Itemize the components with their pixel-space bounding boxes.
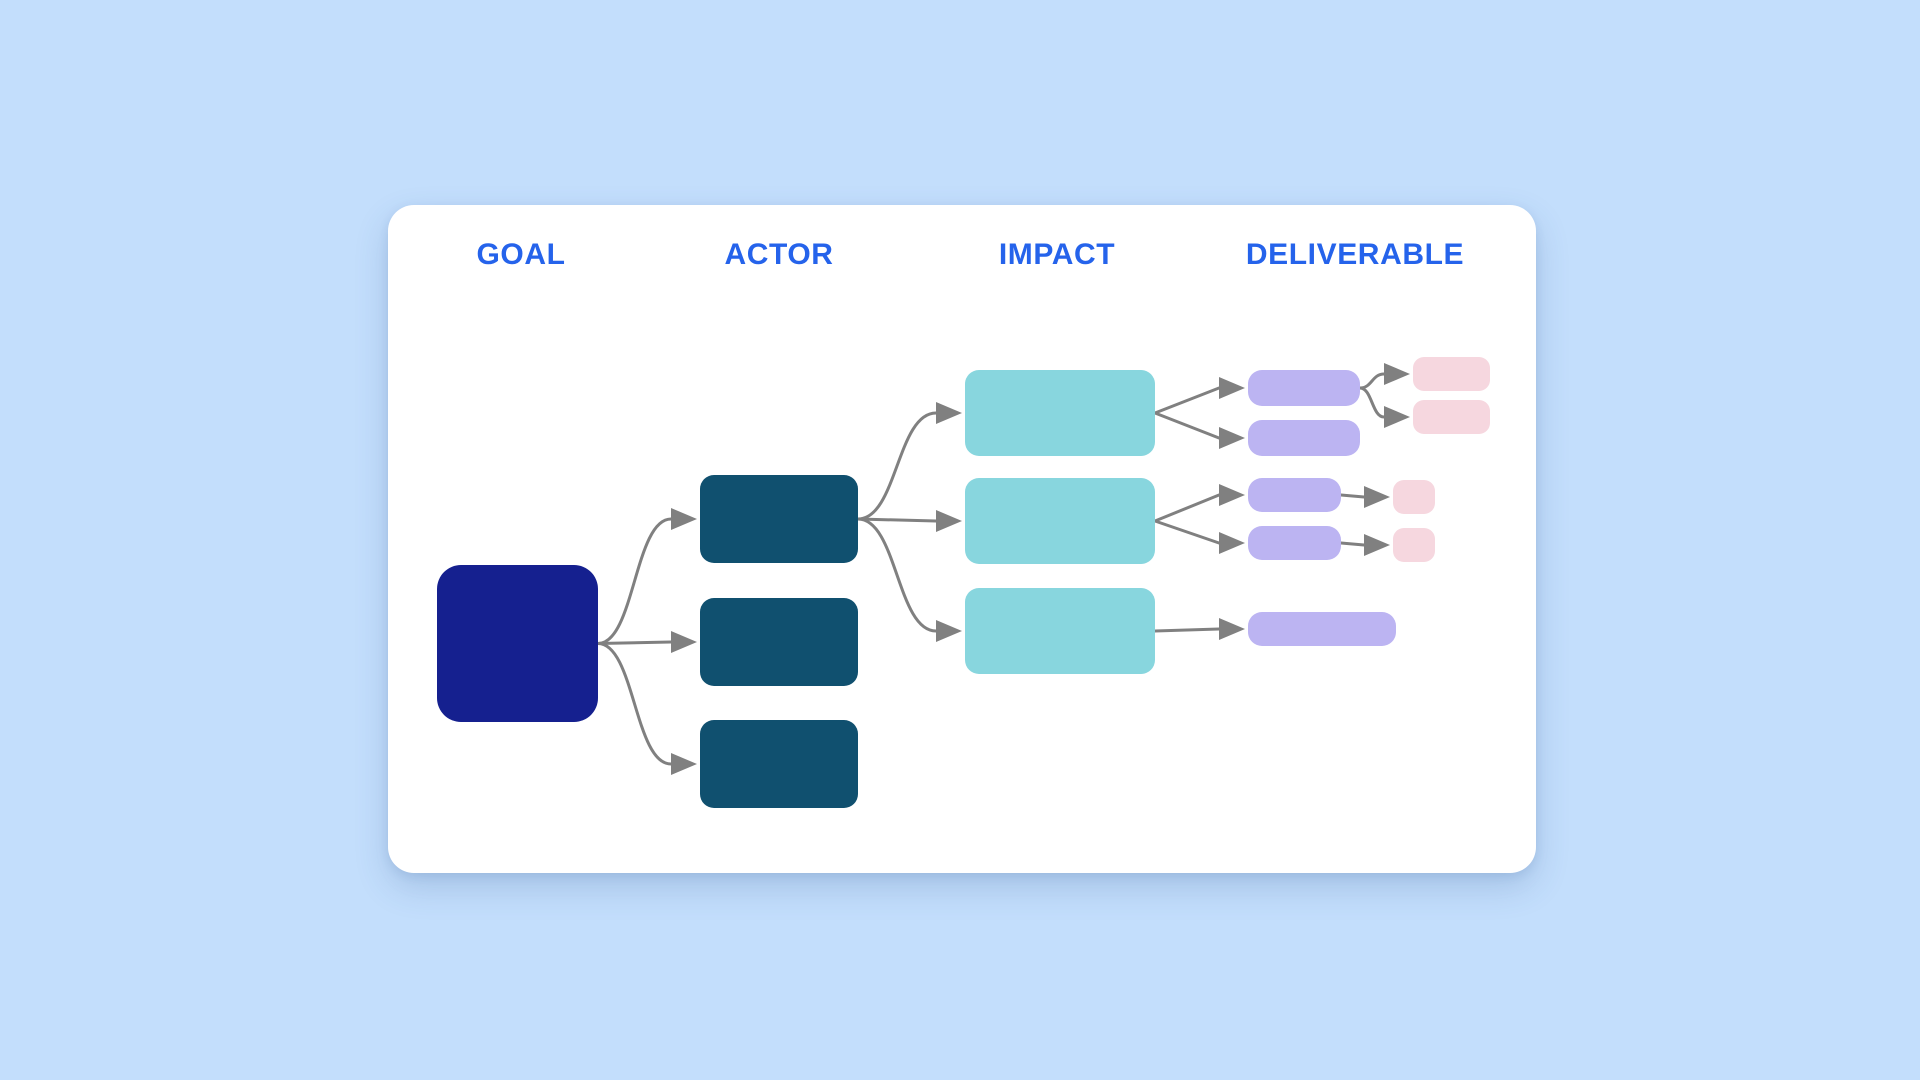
node-deliverable-1[interactable] xyxy=(1248,370,1360,406)
column-header-impact: IMPACT xyxy=(998,238,1116,271)
node-actor-3[interactable] xyxy=(700,720,858,808)
node-deliverable-5[interactable] xyxy=(1248,612,1396,646)
node-actor-2[interactable] xyxy=(700,598,858,686)
node-impact-2[interactable] xyxy=(965,478,1155,564)
node-actor-1[interactable] xyxy=(700,475,858,563)
node-impact-3[interactable] xyxy=(965,588,1155,674)
column-header-actor: ACTOR xyxy=(724,238,834,271)
node-outcome-2[interactable] xyxy=(1413,400,1490,434)
node-outcome-4[interactable] xyxy=(1393,528,1435,562)
node-outcome-3[interactable] xyxy=(1393,480,1435,514)
node-deliverable-4[interactable] xyxy=(1248,526,1341,560)
node-impact-1[interactable] xyxy=(965,370,1155,456)
node-deliverable-2[interactable] xyxy=(1248,420,1360,456)
node-outcome-1[interactable] xyxy=(1413,357,1490,391)
column-header-goal: GOAL xyxy=(476,238,566,271)
node-deliverable-3[interactable] xyxy=(1248,478,1341,512)
node-goal-1[interactable] xyxy=(437,565,598,722)
column-header-deliverable: DELIVERABLE xyxy=(1245,238,1465,271)
diagram-card xyxy=(388,205,1536,873)
